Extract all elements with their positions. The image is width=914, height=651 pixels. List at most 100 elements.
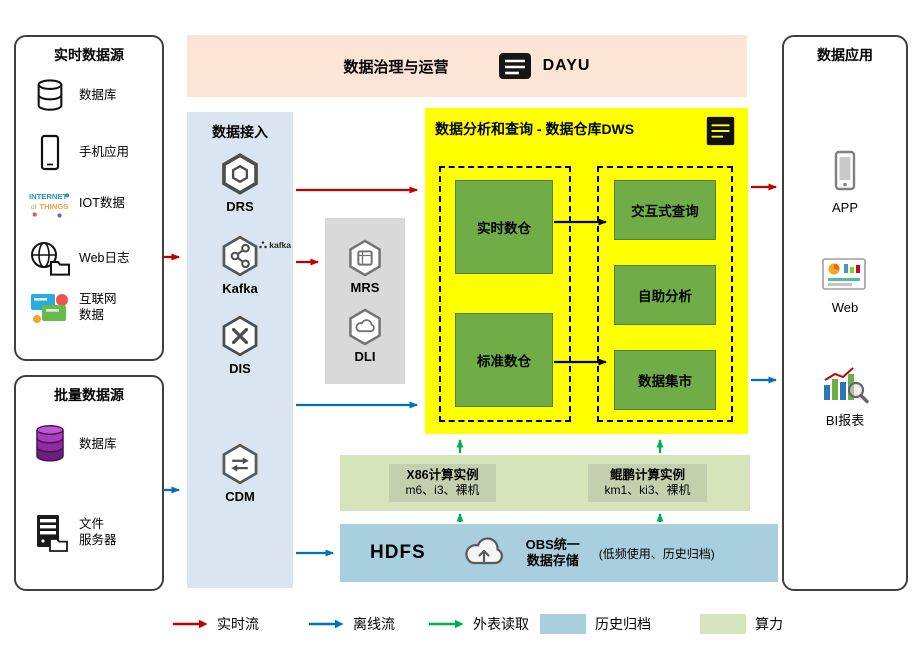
dws-title: 数据分析和查询 - 数据仓库DWS <box>435 121 635 137</box>
web-dashboard-icon <box>822 258 866 290</box>
app-item-bi-report: BI报表 <box>784 365 906 429</box>
external-read-arrow-icon <box>429 619 464 629</box>
database-icon <box>28 77 72 115</box>
app-phone-icon <box>834 150 856 191</box>
batch-sources-title: 批量数据源 <box>54 387 124 403</box>
cdm-hexagon-icon <box>222 443 258 485</box>
legend-label: 历史归档 <box>595 616 651 632</box>
access-item-dis: DIS <box>187 314 293 376</box>
source-item-label: IOT数据 <box>79 196 125 211</box>
applications-panel: 数据应用 APP Web <box>782 35 908 591</box>
iot-word-of: of <box>31 204 37 211</box>
middleware-item-label: DLI <box>354 349 376 364</box>
app-item-label: BI报表 <box>825 413 865 428</box>
middleware-item-dli: DLI <box>345 307 385 364</box>
source-item-label: Web日志 <box>79 251 130 266</box>
dws-document-icon <box>702 114 740 153</box>
app-item-label: Web <box>831 300 859 315</box>
hdfs-label: HDFS <box>370 542 426 563</box>
kunpeng-compute-pill: 鲲鹏计算实例 km1、ki3、裸机 <box>588 464 707 502</box>
interactive-query-box: 交互式查询 <box>614 180 716 240</box>
dayu-logo-text: DAYU <box>542 57 591 74</box>
source-item-label: 数据库 <box>79 437 117 452</box>
data-mart-box: 数据集市 <box>614 350 716 410</box>
dayu-logo-icon <box>498 53 531 79</box>
legend-label: 算力 <box>755 616 783 632</box>
history-archive-swatch <box>540 614 586 634</box>
batch-sources-panel: 批量数据源 数据库 <box>14 375 164 591</box>
x86-compute-group: X86计算实例 m6、i3、裸机 <box>340 455 545 511</box>
data-access-panel: 数据接入 DRS kafka Kafka <box>187 112 293 588</box>
middleware-panel: MRS DLI <box>325 218 405 384</box>
x86-compute-pill: X86计算实例 m6、i3、裸机 <box>389 464 496 502</box>
storage-panel: HDFS OBS统一 数据存储 (低频使用、历史归档) <box>340 524 778 582</box>
legend-label: 离线流 <box>353 616 395 632</box>
source-item-label: 数据库 <box>79 88 117 103</box>
compute-instances-panel: X86计算实例 m6、i3、裸机 鲲鹏计算实例 km1、ki3、裸机 <box>340 455 750 511</box>
warehouse-group: 实时数仓 标准数仓 <box>439 166 571 422</box>
legend-compute-power: 算力 <box>700 612 783 636</box>
realtime-warehouse-box: 实时数仓 <box>455 180 553 274</box>
mobile-phone-icon <box>28 133 72 173</box>
legend-realtime-flow: 实时流 <box>172 612 259 636</box>
dis-hexagon-icon <box>222 315 258 357</box>
purple-database-icon <box>28 423 72 467</box>
access-item-cdm: CDM <box>187 442 293 504</box>
x86-compute-specs: m6、i3、裸机 <box>405 483 480 498</box>
iot-word-things: THINGS <box>39 202 68 211</box>
source-item-internet-data: 互联网 数据 <box>28 291 158 325</box>
access-item-label: DRS <box>226 199 254 214</box>
dws-panel: 数据分析和查询 - 数据仓库DWS 实时数仓 标准数仓 交互式查询 自助分析 数… <box>425 108 748 434</box>
services-group: 交互式查询 自助分析 数据集市 <box>597 166 733 422</box>
source-item-label: 互联网 数据 <box>79 292 117 322</box>
offline-flow-arrow-icon <box>309 619 344 629</box>
legend-label: 外表读取 <box>473 616 529 632</box>
access-item-label: CDM <box>225 489 255 504</box>
governance-banner: 数据治理与运营 DAYU <box>187 35 747 97</box>
access-item-drs: DRS <box>187 152 293 214</box>
self-service-analysis-box: 自助分析 <box>614 265 716 325</box>
source-item-label: 文件 服务器 <box>79 517 117 547</box>
obs-cloud-icon <box>461 535 507 571</box>
kafka-badge-text: kafka <box>269 240 291 250</box>
legend-label: 实时流 <box>217 616 259 632</box>
dli-hexagon-icon <box>349 308 381 346</box>
bi-report-icon <box>824 367 869 404</box>
standard-warehouse-box: 标准数仓 <box>455 313 553 407</box>
source-item-label: 手机应用 <box>79 145 130 160</box>
kunpeng-compute-title: 鲲鹏计算实例 <box>609 468 685 483</box>
compute-power-swatch <box>700 614 746 634</box>
legend-external-table-read: 外表读取 <box>428 612 529 636</box>
source-item-iot: INTERNET of THINGS IOT数据 <box>28 187 158 221</box>
access-item-label: Kafka <box>222 281 258 296</box>
kafka-wordmark: kafka <box>259 240 291 250</box>
obs-storage-note: (低频使用、历史归档) <box>598 546 715 561</box>
kunpeng-compute-specs: km1、ki3、裸机 <box>604 483 691 498</box>
dayu-logo: DAYU <box>495 47 591 85</box>
governance-title: 数据治理与运营 <box>343 58 449 76</box>
source-item-mobile-app: 手机应用 <box>28 133 158 173</box>
x86-compute-title: X86计算实例 <box>406 468 479 483</box>
source-item-file-server: 文件 服务器 <box>28 513 158 553</box>
middleware-item-mrs: MRS <box>345 238 385 295</box>
web-log-icon <box>28 240 72 278</box>
internet-data-icon <box>28 291 72 325</box>
access-item-kafka: kafka Kafka <box>187 234 293 296</box>
obs-storage-label: OBS统一 数据存储 <box>525 536 580 568</box>
mrs-hexagon-icon <box>349 239 381 277</box>
source-item-web-log: Web日志 <box>28 240 158 278</box>
source-item-database: 数据库 <box>28 77 158 115</box>
access-item-label: DIS <box>229 361 251 376</box>
app-item-label: APP <box>831 200 858 215</box>
applications-title: 数据应用 <box>817 47 873 63</box>
kunpeng-compute-group: 鲲鹏计算实例 km1、ki3、裸机 <box>545 455 750 511</box>
kafka-dots-icon <box>259 241 267 249</box>
app-item-web: Web <box>784 255 906 315</box>
legend-history-archive: 历史归档 <box>540 612 651 636</box>
legend-offline-flow: 离线流 <box>308 612 395 636</box>
realtime-sources-panel: 实时数据源 数据库 手机应用 <box>14 35 164 361</box>
kafka-hexagon-icon <box>222 235 258 277</box>
iot-wordcloud-icon: INTERNET of THINGS <box>28 187 72 221</box>
middleware-item-label: MRS <box>350 280 380 295</box>
